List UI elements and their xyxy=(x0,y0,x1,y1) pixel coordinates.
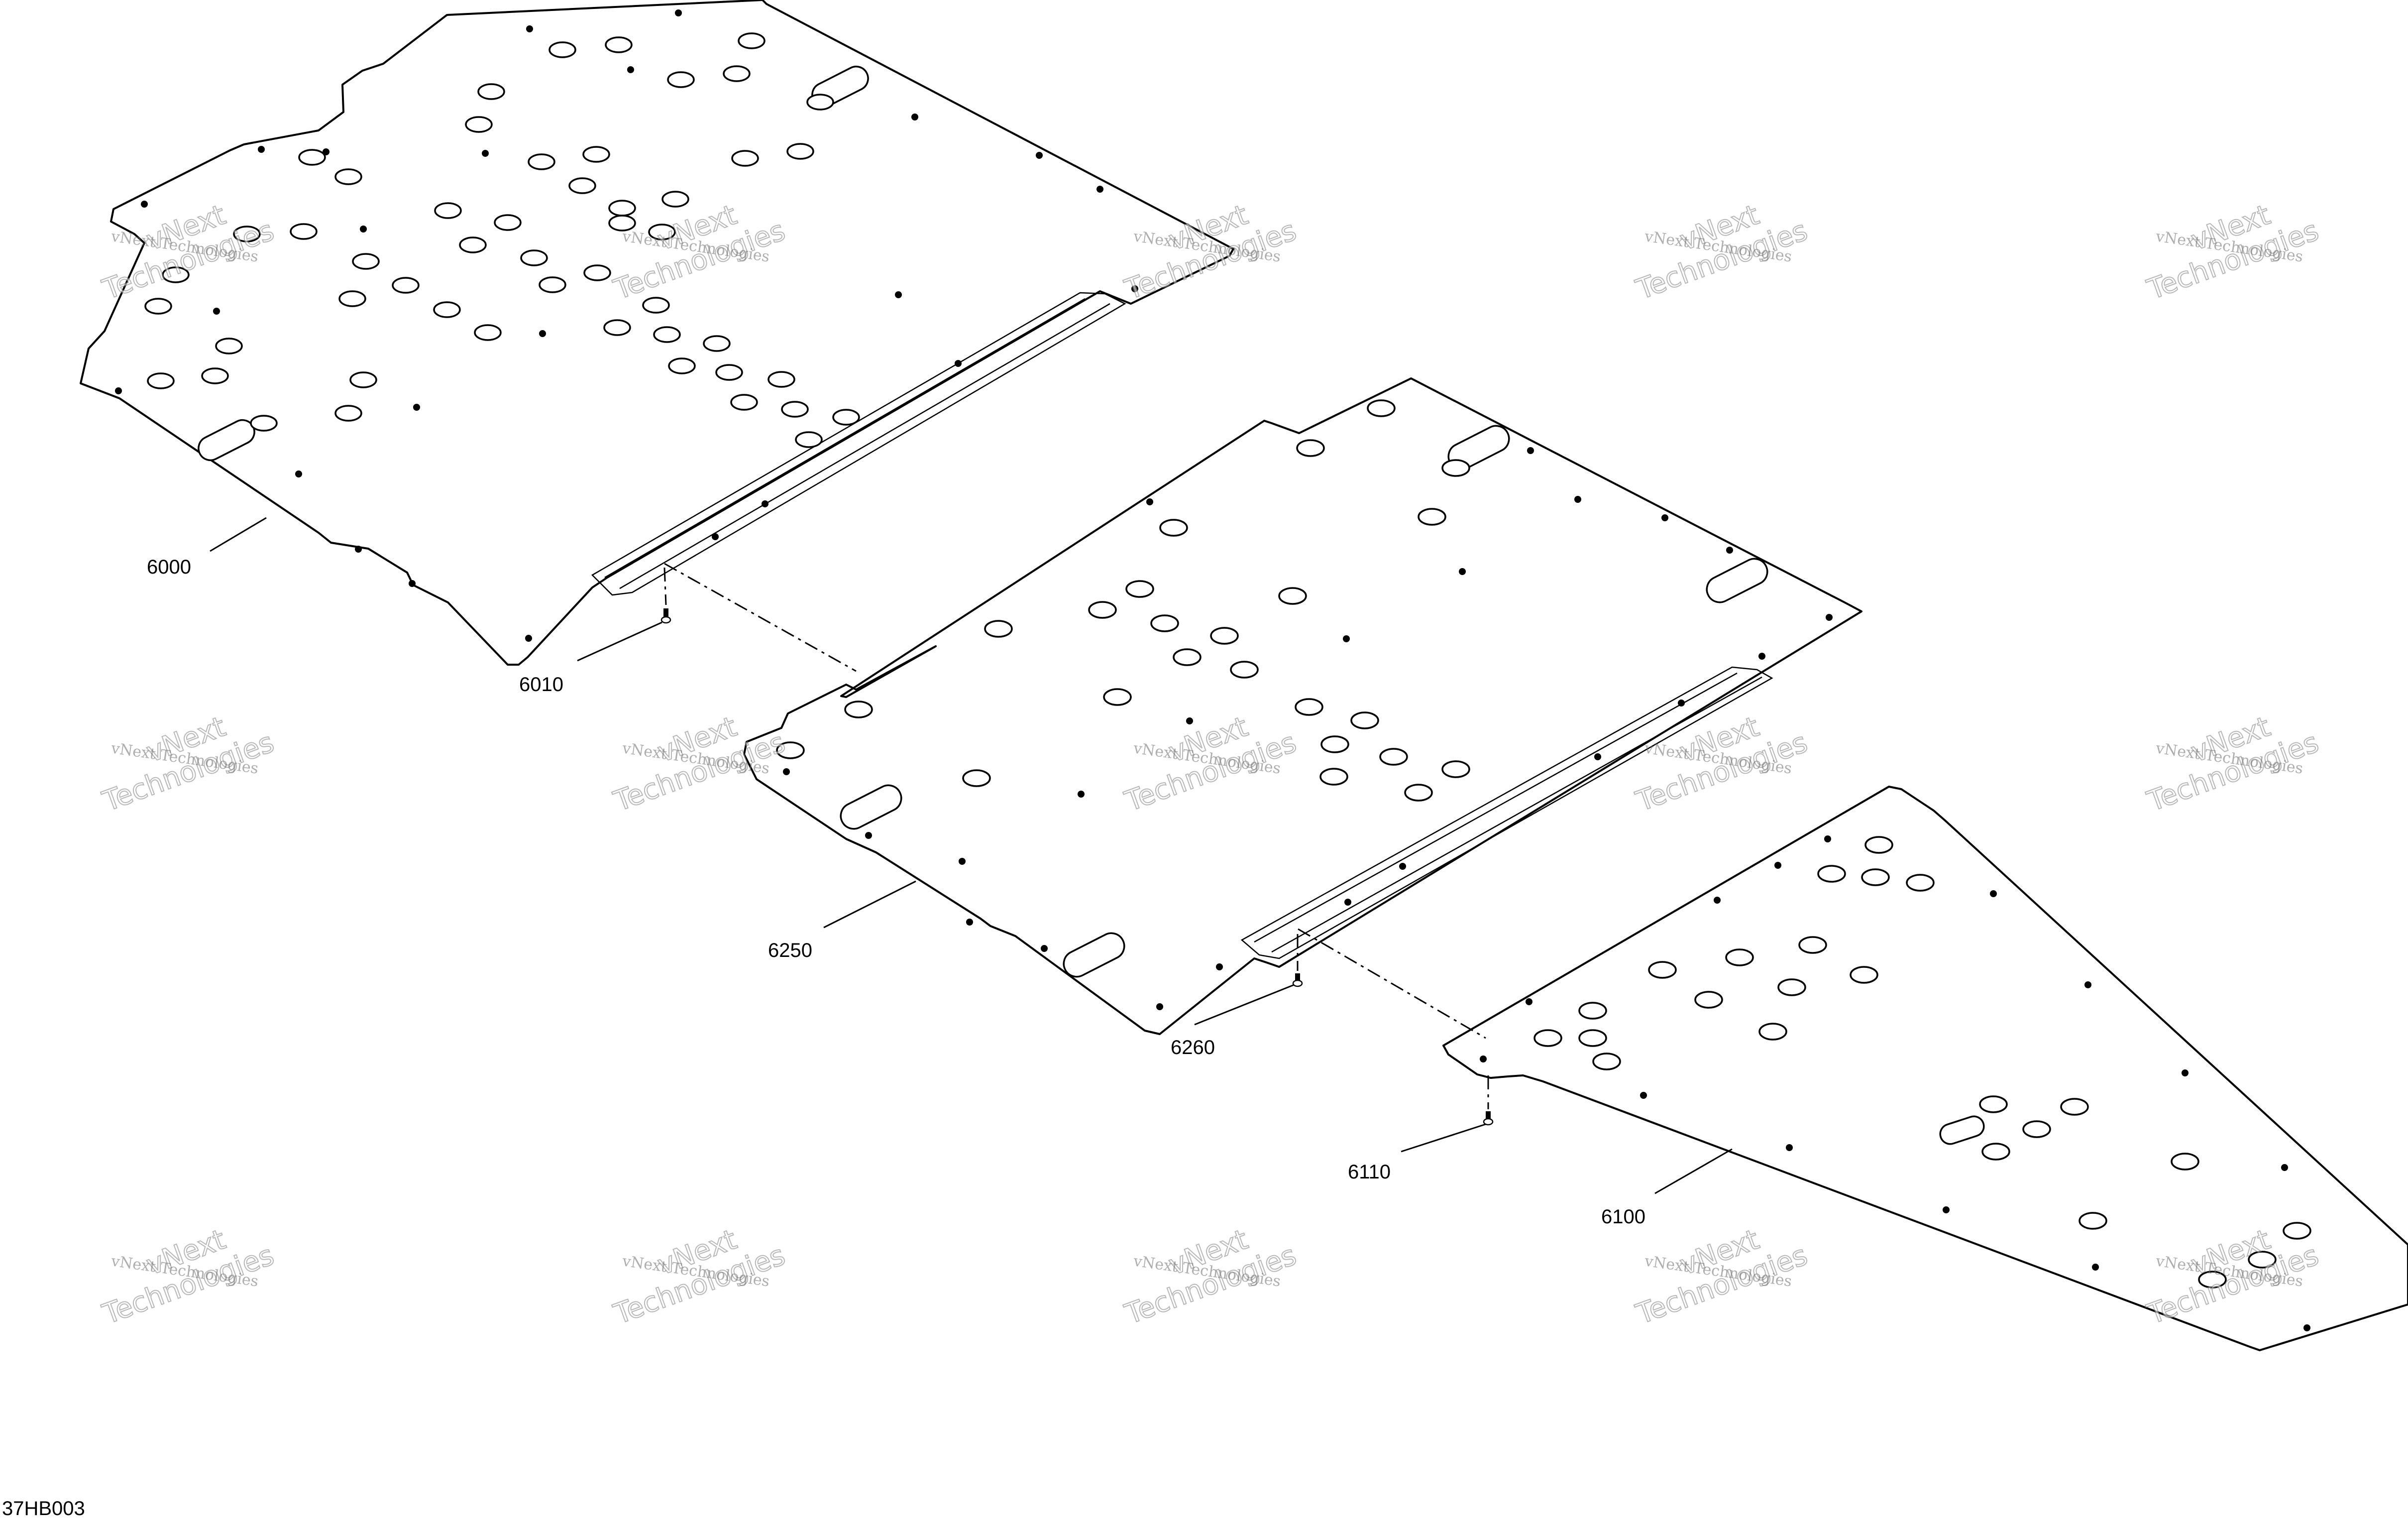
callout-6100: 6100 xyxy=(1601,1206,1645,1228)
callout-labels: 6000 6010 6250 6260 6110 6100 xyxy=(147,556,1645,1228)
plate-6100-holes xyxy=(1533,836,2311,1289)
screw-6010 xyxy=(660,608,671,624)
plate-6000-holes xyxy=(144,32,860,448)
callout-6110: 6110 xyxy=(1348,1161,1391,1183)
plate-6250-holes xyxy=(776,399,1470,802)
callout-6010: 6010 xyxy=(519,674,563,696)
callout-6260: 6260 xyxy=(1171,1037,1215,1058)
plate-6000-rivets xyxy=(115,9,1138,642)
assembly-lines xyxy=(663,563,1489,1109)
plate-6000 xyxy=(80,0,1234,666)
callout-6000: 6000 xyxy=(147,556,191,578)
screw-6110 xyxy=(1483,1111,1494,1126)
leader-lines xyxy=(210,517,1733,1194)
screw-6260 xyxy=(1292,973,1303,987)
plate-6100 xyxy=(1442,786,2408,1351)
plate-6250-rivets xyxy=(783,447,1833,1010)
callout-6250: 6250 xyxy=(768,939,812,961)
plate-6250 xyxy=(743,377,1862,1035)
plate-6100-rivets xyxy=(1480,835,2310,1331)
reference-code: 37HB003 xyxy=(2,1498,85,1520)
